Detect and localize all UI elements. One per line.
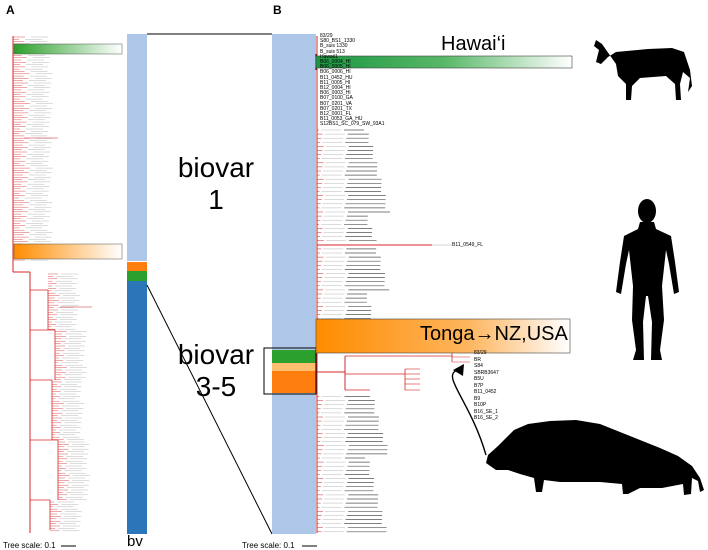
arrow-right-icon: → <box>474 323 495 345</box>
green-highlight-a <box>13 43 123 55</box>
leaf-label: SBRB3647 <box>474 369 499 376</box>
bv-biovar35 <box>127 281 147 534</box>
panel-a-letter: A <box>6 3 15 17</box>
leaf-label: S12BS1_SC_079_SW_93A1 <box>320 121 385 128</box>
leaf-label: B07_0201_VA <box>320 100 352 107</box>
leaf-label: B11_0452_HU <box>320 74 353 81</box>
leaf-label: B07_0100_GA <box>320 95 353 102</box>
leaf-label: B12_0004_HI <box>320 85 351 92</box>
outlier-leaf-label: B11_0549_FL <box>452 242 484 248</box>
bv-b-orange <box>272 371 316 393</box>
biovar35-label: biovar 3-5 <box>176 339 256 403</box>
bv-b-biovar1 <box>272 34 316 534</box>
scale-label-b: Tree scale: 0.1 <box>242 541 295 550</box>
tonga-callout: Tonga→NZ,USA <box>420 323 568 346</box>
panel-b-letter: B <box>273 3 282 17</box>
leaf-label: B06_0004_HI <box>320 59 351 66</box>
bv-green-a <box>127 271 147 281</box>
leaf-label: B16_SE_1 <box>474 408 498 415</box>
leaf-label: S80_BS1_1330 <box>320 38 356 45</box>
leaf-label: B12_0001_FL <box>320 111 352 118</box>
leaf-label: 83/29 <box>474 350 487 356</box>
leaf-label: Hawaii1 <box>320 53 338 60</box>
hawaii-callout: Hawai‘i <box>441 33 506 55</box>
boar-silhouette <box>486 420 704 495</box>
boar-arrow <box>451 369 487 456</box>
zoom-line-bottom <box>146 284 273 535</box>
leaf-label: B06_0005_HI <box>320 64 351 71</box>
bv-column <box>127 34 147 534</box>
green-highlight-b <box>315 55 573 69</box>
orange-highlight-a <box>13 243 123 260</box>
tree-b <box>316 36 470 533</box>
bv-orange-a <box>127 262 147 271</box>
leaf-label: B06_0006_HI <box>320 69 351 76</box>
human-silhouette <box>616 199 679 360</box>
bv-b-green <box>272 350 316 363</box>
bv-biovar1 <box>127 34 147 261</box>
leaf-label: B9 <box>474 395 481 402</box>
leaf-label: BR <box>474 356 481 363</box>
leaf-label: B_suis 513 <box>320 48 345 55</box>
leaf-label: B06_0003_HI <box>320 90 351 97</box>
scale-label-a: Tree scale: 0.1 <box>3 541 56 550</box>
leaf-label: S84 <box>474 363 483 369</box>
highlight-bars <box>13 43 573 354</box>
biovar1-number: 1 <box>208 184 224 215</box>
bv-column-label: bv <box>127 533 143 550</box>
cow-silhouette <box>594 40 692 100</box>
tonga-to: NZ,USA <box>494 323 568 345</box>
biovar1-label: biovar 1 <box>176 152 256 216</box>
biovar1-word: biovar <box>177 152 255 183</box>
leaf-label: B11_0005_HI <box>320 79 351 86</box>
biovar35-number: 3-5 <box>195 371 237 402</box>
leaf-label: B16_SE_2 <box>474 415 498 421</box>
leaf-label: B10P <box>474 402 487 408</box>
leaf-label: B07_0201_TX <box>320 105 352 112</box>
biovar35-box <box>263 347 317 395</box>
leaf-label: B5U <box>474 376 484 382</box>
leaf-label: B_suis 1330 <box>320 43 348 50</box>
orange-highlight-b <box>315 318 571 354</box>
tree-a <box>12 36 92 533</box>
bv-column-b <box>272 34 316 534</box>
boar-arrow-head <box>453 364 464 376</box>
leaf-label: 83/29 <box>320 33 333 39</box>
bv-b-lightorange <box>272 363 316 371</box>
tonga-from: Tonga <box>420 323 475 345</box>
leaf-label: B11_0053_GA_HU <box>320 116 363 123</box>
leaf-label: B11_0452 <box>474 389 497 395</box>
leaf-label: B7P <box>474 382 484 389</box>
biovar35-word: biovar <box>177 339 255 370</box>
